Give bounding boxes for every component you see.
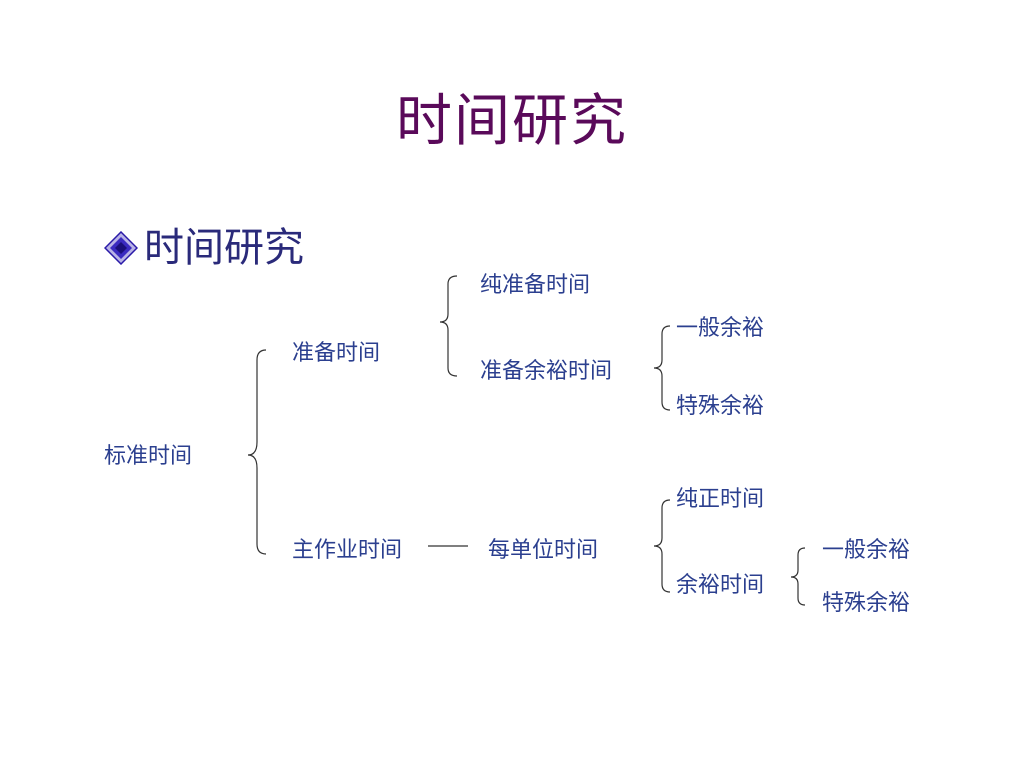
main-general-allowance-node: 一般余裕 bbox=[822, 538, 911, 563]
prep-allowance-brace bbox=[653, 325, 671, 411]
main-special-allowance-node: 特殊余裕 bbox=[822, 591, 911, 616]
main-allowance-node: 余裕时间 bbox=[676, 573, 765, 598]
pure-prep-time-node: 纯准备时间 bbox=[480, 273, 591, 298]
prep-allowance-node: 准备余裕时间 bbox=[480, 359, 613, 384]
bullet-item: 时间研究 bbox=[104, 222, 304, 274]
main-allowance-brace bbox=[790, 547, 806, 606]
diamond-bullet-icon bbox=[104, 231, 138, 265]
prep-time-node: 准备时间 bbox=[292, 341, 381, 366]
root-node: 标准时间 bbox=[104, 444, 193, 469]
net-time-node: 纯正时间 bbox=[676, 487, 765, 512]
bullet-text: 时间研究 bbox=[144, 225, 304, 271]
prep-brace bbox=[439, 275, 458, 377]
per-unit-brace bbox=[653, 499, 671, 593]
slide-title: 时间研究 bbox=[396, 89, 628, 154]
root-brace bbox=[247, 349, 267, 555]
per-unit-time-node: 每单位时间 bbox=[488, 538, 599, 563]
prep-general-allowance-node: 一般余裕 bbox=[676, 316, 765, 341]
main-work-time-node: 主作业时间 bbox=[292, 538, 403, 563]
prep-special-allowance-node: 特殊余裕 bbox=[676, 394, 765, 419]
